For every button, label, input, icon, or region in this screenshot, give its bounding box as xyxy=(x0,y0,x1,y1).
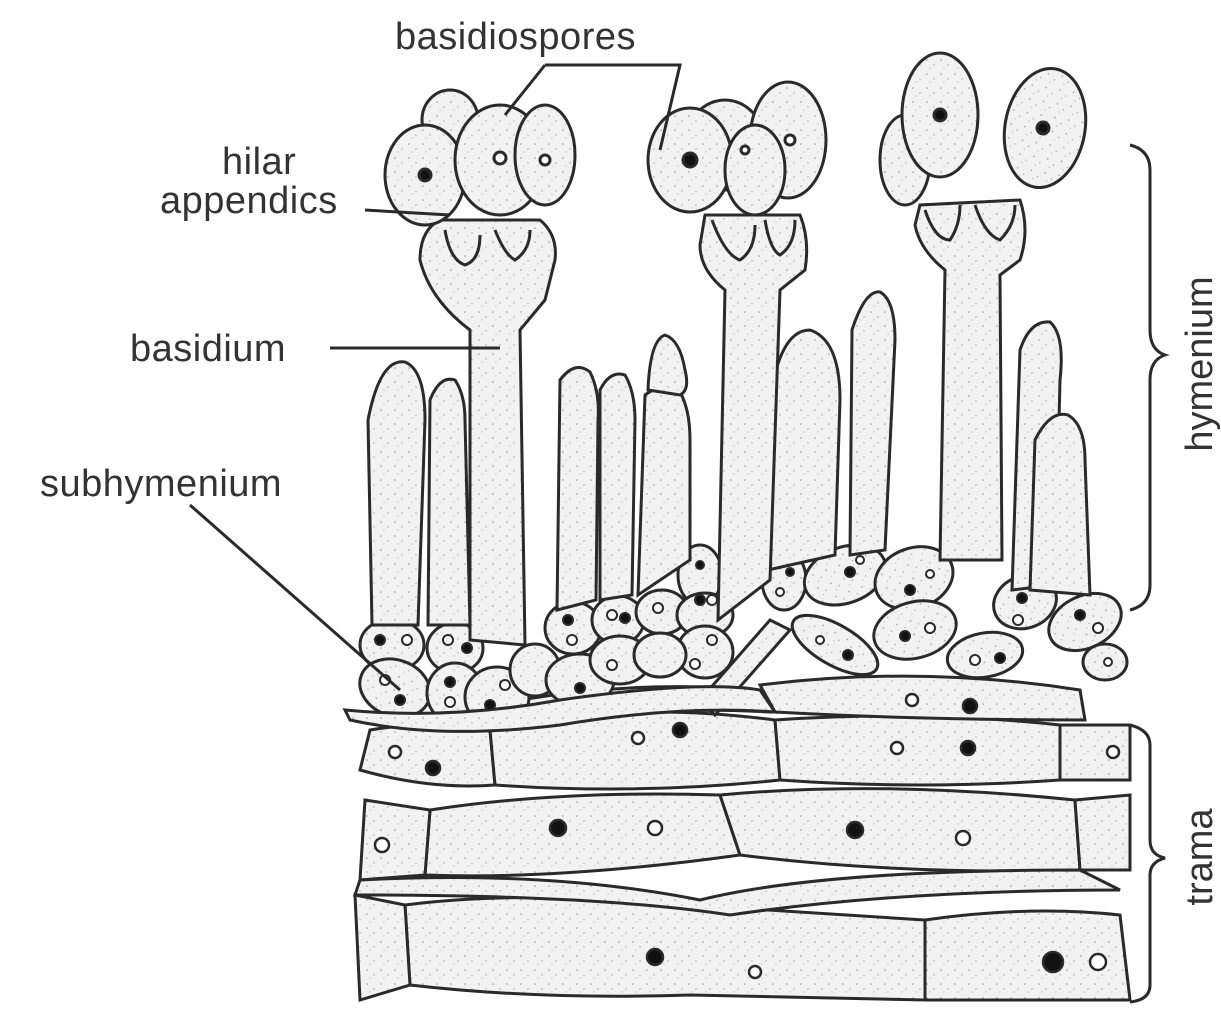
young-basidium xyxy=(557,368,598,611)
subhymenium-label: subhymenium xyxy=(40,465,282,503)
young-basidium xyxy=(1030,414,1090,595)
trama-bracket xyxy=(1130,725,1165,1002)
young-basidium xyxy=(638,387,690,595)
trama-cell xyxy=(405,898,925,1001)
trama-label: trama xyxy=(1181,802,1219,912)
young-basidium xyxy=(368,362,425,625)
basidiospore xyxy=(725,125,785,215)
hilar-label: hilar xyxy=(222,143,296,181)
hymenium-label: hymenium xyxy=(1181,274,1219,454)
young-basidium xyxy=(428,379,470,625)
basidium-label: basidium xyxy=(130,330,286,368)
basidiospores-label: basidiospores xyxy=(395,18,636,56)
trama-cell xyxy=(355,895,410,1000)
trama-cell xyxy=(425,794,740,876)
appendics-label: appendics xyxy=(160,182,338,220)
young-basidium xyxy=(600,374,635,600)
trama-cell xyxy=(775,716,1060,785)
young-basidium xyxy=(850,292,895,555)
young-basidium-tip xyxy=(648,335,687,395)
trama-cell xyxy=(760,676,1085,720)
trama-cell xyxy=(720,789,1080,871)
trama-cell xyxy=(360,800,430,880)
hymenium-bracket xyxy=(1130,145,1165,610)
trama-cell xyxy=(1075,795,1130,870)
basidium-stalk xyxy=(915,200,1025,560)
subhymenium-leader xyxy=(190,505,400,690)
trama-cell xyxy=(360,725,495,786)
